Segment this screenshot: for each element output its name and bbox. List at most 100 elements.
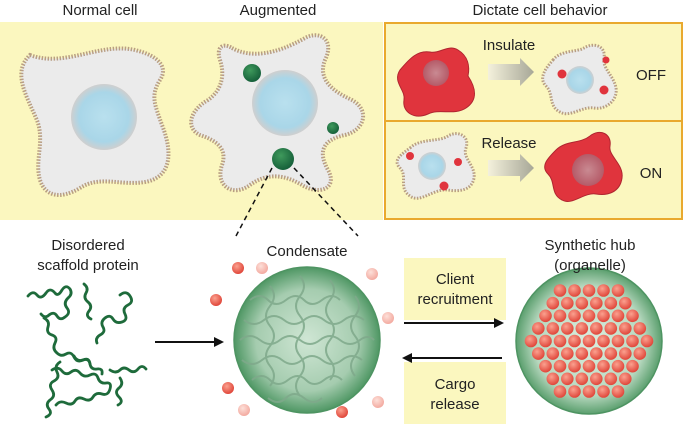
cargo-droplet [604, 347, 618, 360]
red-droplet [439, 181, 449, 191]
condensate-droplet [327, 122, 339, 134]
cargo-droplet [539, 359, 552, 373]
nucleus [566, 66, 594, 94]
nucleus [572, 154, 604, 186]
cargo-droplet [546, 322, 560, 335]
normal-cell-label: Normal cell [62, 2, 138, 19]
condensate-droplet [243, 64, 261, 82]
cargo-droplet [611, 309, 625, 323]
nucleus [423, 60, 449, 86]
normal-cell [19, 46, 171, 197]
cargo-droplet [532, 322, 545, 335]
cargo-droplet [539, 309, 552, 323]
cargo-droplet [582, 385, 596, 398]
protein-chain [50, 366, 112, 407]
hub-label-line1: Synthetic hub [544, 237, 636, 254]
cargo-droplet [568, 359, 581, 373]
client-label-line2: recruitment [417, 291, 493, 308]
condensate-mesh [239, 275, 375, 403]
synthetic-hub-sphere [515, 267, 663, 415]
insulate-label: Insulate [482, 37, 536, 54]
cargo-droplet [546, 372, 560, 386]
release-label: Release [481, 135, 537, 152]
zoom-line [235, 167, 273, 237]
protein-chain [72, 354, 104, 376]
cargo-droplet [568, 309, 581, 323]
condensate-label: Condensate [266, 243, 348, 260]
client-molecule [336, 406, 348, 418]
cargo-droplet [561, 296, 574, 310]
client-molecule [238, 404, 250, 416]
cargo-droplet [582, 309, 596, 323]
augmented-label: Augmented [239, 2, 317, 19]
cargo-droplet [633, 322, 647, 335]
cargo-droplet [561, 372, 574, 386]
cargo-droplet [524, 334, 538, 348]
zoom-line [293, 167, 359, 237]
client-molecule [222, 382, 234, 394]
red-droplet [557, 69, 567, 79]
dictate-label: Dictate cell behavior [472, 2, 608, 19]
protein-chain [42, 316, 92, 366]
red-droplet [454, 158, 462, 166]
augmented-cell [189, 33, 365, 193]
cargo-droplet [553, 385, 567, 398]
on-label: ON [639, 165, 663, 182]
cargo-droplet [582, 359, 596, 373]
client-molecule [366, 268, 378, 280]
cargo-droplet [611, 334, 625, 348]
cargo-droplet [553, 309, 567, 323]
cargo-droplet [597, 359, 610, 373]
protein-chain [26, 285, 73, 321]
cargo-release-box [404, 362, 506, 424]
cargo-droplet [575, 372, 589, 386]
cargo-droplet [611, 385, 625, 398]
cargo-droplets [524, 284, 654, 398]
insulate-row [397, 43, 618, 117]
cargo-droplet [640, 334, 654, 348]
cargo-droplet [619, 296, 632, 310]
red-droplet [602, 56, 610, 64]
cargo-droplet [561, 347, 574, 360]
disordered-label-line2: scaffold protein [37, 257, 139, 274]
scaffold-proteins [26, 282, 148, 419]
protein-chain [115, 376, 124, 407]
cargo-droplet [611, 284, 625, 297]
cargo-droplet [546, 296, 560, 310]
cargo-droplet [553, 359, 567, 373]
cargo-droplet [532, 347, 545, 360]
cargo-droplet [597, 334, 610, 348]
cargo-droplet [539, 334, 552, 348]
protein-chain [44, 360, 62, 419]
cargo-droplet [604, 322, 618, 335]
client-molecule [382, 312, 394, 324]
client-recruitment-box [404, 258, 506, 320]
cargo-droplet [561, 322, 574, 335]
cargo-droplet [575, 322, 589, 335]
cargo-droplet [611, 359, 625, 373]
cargo-droplet [590, 296, 603, 310]
cargo-droplet [626, 309, 639, 323]
client-molecule [210, 294, 222, 306]
cargo-droplet [568, 334, 581, 348]
protein-chain [108, 365, 148, 374]
cargo-droplet [604, 372, 618, 386]
cargo-droplet [619, 347, 632, 360]
cargo-label-line2: release [430, 396, 480, 413]
red-droplet [406, 152, 414, 160]
cargo-droplet [619, 372, 632, 386]
cargo-droplet [553, 334, 567, 348]
nucleus [252, 70, 318, 136]
cargo-droplet [597, 309, 610, 323]
client-molecule [372, 396, 384, 408]
cargo-droplet [553, 284, 567, 297]
client-molecule [232, 262, 244, 274]
cargo-droplet [597, 284, 610, 297]
cargo-droplet [568, 385, 581, 398]
protein-chain [95, 291, 133, 345]
cargo-droplet [590, 322, 603, 335]
cargo-droplet [604, 296, 618, 310]
cargo-droplet [582, 334, 596, 348]
